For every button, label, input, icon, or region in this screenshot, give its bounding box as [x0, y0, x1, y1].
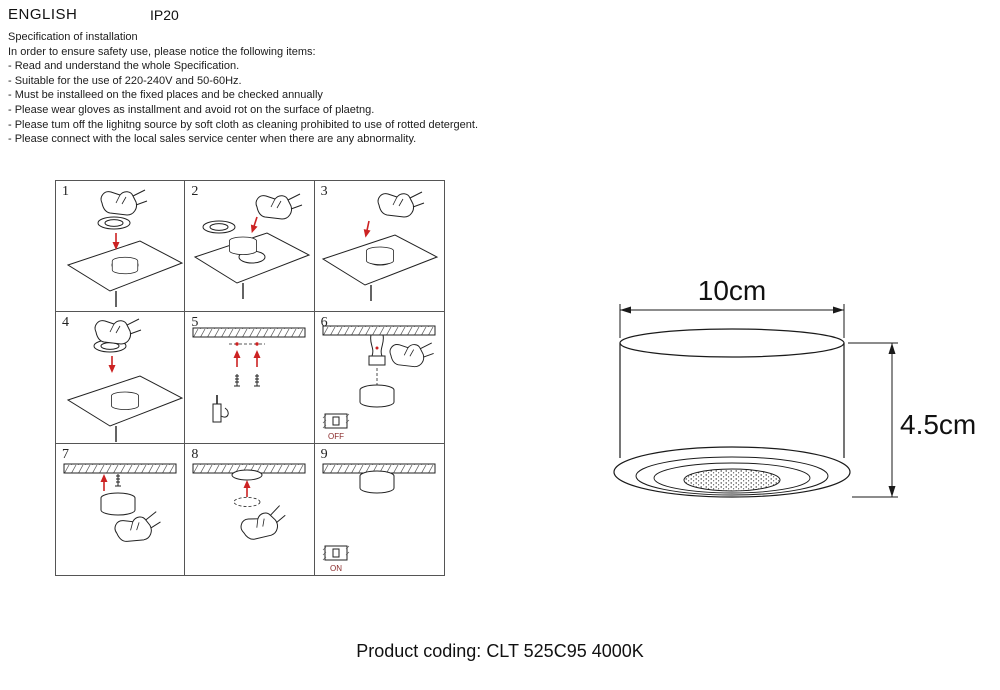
fixture-sides [619, 343, 845, 458]
step-cell-7: 7 [56, 443, 186, 575]
language-label: ENGLISH [8, 6, 78, 23]
mounting-ring-icon [202, 220, 236, 234]
downlight-icon [365, 246, 394, 266]
fixture-top-ellipse [619, 328, 845, 358]
hand-icon [389, 342, 434, 368]
product-dimension-drawing: 10cm 4.5cm [613, 275, 976, 498]
downlight-icon [359, 470, 395, 494]
screw-icon [233, 373, 241, 387]
wire-mark-dot [375, 346, 379, 350]
ceiling-section-icon [322, 325, 436, 336]
spec-line: - Suitable for the use of 220-240V and 5… [8, 74, 242, 87]
step-cell-5: 5 [185, 312, 315, 444]
drill-mark-dot [235, 342, 240, 347]
wire-connector [368, 355, 386, 366]
step-number: 3 [320, 184, 328, 199]
step-number: 5 [191, 315, 199, 331]
red-arrow-up-icon [233, 349, 242, 369]
step-8-illustration [192, 463, 306, 545]
hand-icon [100, 189, 148, 216]
step-cell-1: 1 [56, 181, 186, 313]
hand-icon [94, 318, 142, 345]
step-4-illustration [67, 318, 183, 444]
power-switch-icon [322, 413, 350, 429]
product-coding: Product coding: CLT 525C95 4000K [356, 641, 644, 661]
hand-icon [377, 191, 425, 218]
step-number: 4 [62, 315, 69, 331]
red-arrow-up-icon [243, 478, 252, 498]
step-2-illustration [194, 193, 311, 300]
step-number: 6 [320, 315, 328, 331]
led-speckle-area [683, 468, 781, 492]
switch-state-label: ON [330, 564, 342, 573]
red-arrow-down-icon [111, 232, 121, 251]
step-1-illustration [67, 189, 183, 308]
step-number: 1 [62, 184, 69, 199]
wires [369, 335, 384, 357]
step-7-illustration [63, 463, 177, 546]
hand-icon [112, 510, 164, 546]
ip-rating-label: IP20 [150, 7, 179, 23]
screw-icon [114, 473, 122, 487]
downlight-icon [100, 492, 136, 516]
red-arrow-down-icon [360, 219, 373, 240]
height-dimension-label: 4.5cm [900, 409, 976, 440]
spec-line: - Please wear gloves as installment and … [8, 103, 375, 116]
drill-mark-dot [255, 342, 260, 347]
hand-icon [255, 193, 303, 220]
step-number: 2 [191, 184, 199, 199]
red-arrow-up-icon [99, 472, 109, 492]
red-arrow-down-icon [247, 215, 262, 236]
step-5-illustration [192, 327, 306, 424]
step-cell-2: 2 [185, 181, 315, 313]
downlight-icon [111, 391, 140, 411]
hand-icon [238, 504, 291, 545]
downlight-icon [111, 256, 139, 275]
step-number: 9 [320, 446, 328, 462]
extension-lines-height [848, 342, 898, 498]
arrowhead [833, 306, 844, 314]
switch-state-label: OFF [328, 432, 344, 441]
ghost-ring [233, 496, 261, 507]
step-number: 7 [62, 446, 69, 462]
step-number: 8 [191, 446, 199, 462]
spec-line: In order to ensure safety use, please no… [8, 45, 316, 58]
recess-ring [231, 469, 263, 481]
step-3-illustration [321, 191, 438, 302]
specification-block: Specification of installation In order t… [8, 30, 478, 147]
downlight-icon [359, 384, 395, 408]
spec-title: Specification of installation [8, 31, 138, 43]
red-arrow-down-icon [107, 355, 117, 375]
step-6-illustration: OFF [322, 325, 436, 441]
ceiling-panel-icon [321, 234, 438, 302]
width-dimension-label: 10cm [698, 275, 766, 306]
spec-line: - Read and understand the whole Specific… [8, 60, 240, 73]
spec-line: - Please connect with the local sales se… [8, 133, 417, 146]
ceiling-section-icon [63, 463, 177, 474]
power-switch-icon [322, 545, 350, 561]
screw-icon [253, 373, 261, 387]
installation-steps-grid: 1 2 3 4 [55, 180, 445, 576]
arrowhead [888, 486, 896, 497]
step-cell-3: 3 [314, 181, 444, 313]
step-cell-4: 4 [56, 312, 186, 444]
drill-tool-icon [212, 394, 230, 424]
step-cell-8: 8 [185, 443, 315, 575]
step-cell-6: 6 OFF [314, 312, 444, 444]
step-cell-9: 9 ON [315, 444, 444, 575]
downlight-icon [229, 236, 258, 256]
spec-line: - Please tum off the lighitng source by … [8, 118, 479, 131]
spec-line: - Must be installeed on the fixed places… [8, 89, 323, 102]
red-arrow-up-icon [253, 349, 262, 369]
step-9-illustration: ON [322, 463, 436, 573]
arrowhead [620, 306, 631, 314]
mounting-ring-icon [97, 216, 131, 230]
arrowhead [888, 343, 896, 354]
ceiling-section-icon [192, 327, 306, 338]
